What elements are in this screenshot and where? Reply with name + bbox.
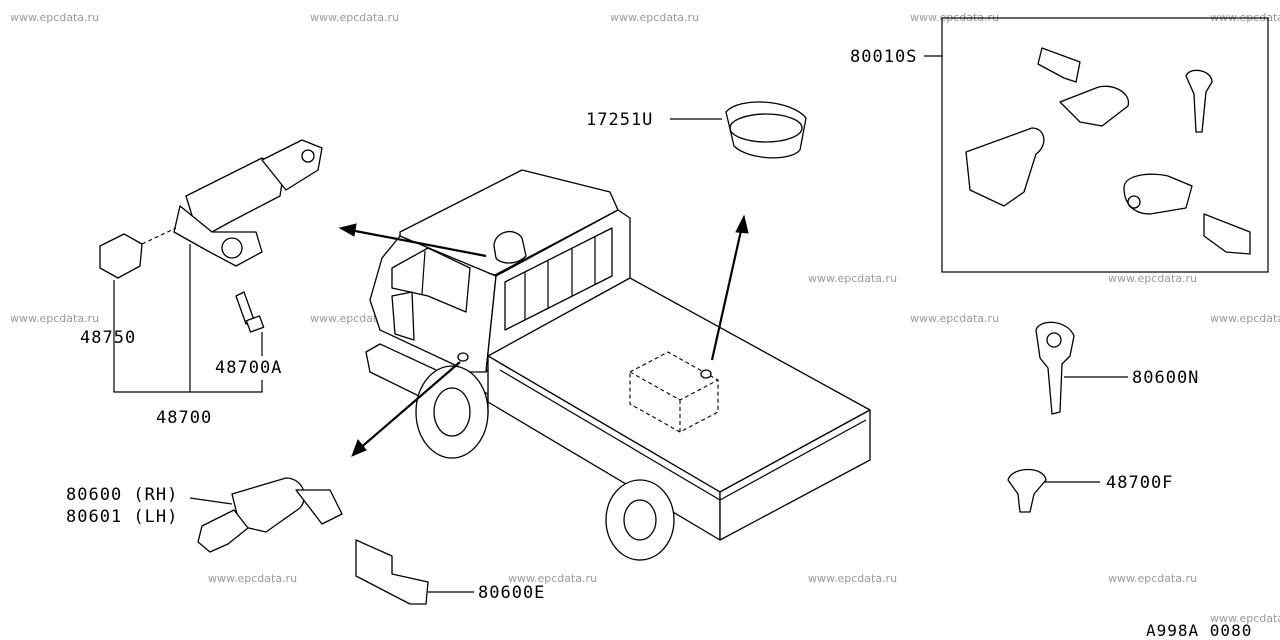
fuel-cap: [725, 101, 807, 159]
label-48700: 48700: [156, 408, 212, 428]
label-48700F: 48700F: [1106, 473, 1173, 493]
watermark: www.epcdata.ru: [208, 572, 297, 585]
watermark: www.epcdata.ru: [808, 572, 897, 585]
door-lock-lever: [295, 489, 343, 525]
label-80600E: 80600E: [478, 583, 545, 603]
label-48700A: 48700A: [215, 358, 282, 378]
truck-illustration: [338, 169, 871, 561]
label-80600N: 80600N: [1132, 368, 1199, 388]
blank-key: [1035, 321, 1075, 415]
ignition-body: [173, 205, 263, 267]
label-80600-rh: 80600 (RH): [66, 485, 178, 505]
lock-set-kit: [924, 17, 1269, 273]
rear-guard: [504, 227, 613, 331]
ignition-switch-assembly: [99, 139, 323, 393]
arrow-ignition: [349, 228, 487, 258]
front-wheel: [415, 365, 489, 459]
cab-fuel-cap: [493, 230, 527, 264]
clip-part: [1007, 468, 1100, 513]
label-17251U: 17251U: [586, 110, 653, 130]
reference-code: A998A 0080: [1146, 621, 1252, 640]
kit-clip: [1203, 213, 1251, 255]
door-lock-key: [197, 509, 249, 553]
key-part: [1035, 321, 1128, 415]
arrow-door-lock: [357, 361, 461, 451]
lock-retainer-clip: [355, 539, 429, 605]
kit-key: [1185, 69, 1213, 133]
rear-wheel: [605, 479, 675, 561]
lock-set-box: [941, 17, 1269, 273]
watermark: www.epcdata.ru: [1210, 612, 1280, 625]
leader-48750: [113, 280, 263, 393]
watermark: www.epcdata.ru: [910, 312, 999, 325]
watermark: www.epcdata.ru: [808, 272, 897, 285]
cab-door: [391, 291, 415, 341]
watermark: www.epcdata.ru: [1108, 572, 1197, 585]
watermark: www.epcdata.ru: [10, 312, 99, 325]
cargo-bed-tailgate: [719, 409, 871, 541]
watermark: www.epcdata.ru: [310, 11, 399, 24]
watermark: www.epcdata.ru: [10, 11, 99, 24]
windshield: [391, 247, 471, 313]
door-handle: [457, 352, 469, 362]
kit-retainer: [1037, 47, 1081, 83]
arrow-fuel-cap: [710, 225, 744, 361]
toolbox-outline: [629, 351, 719, 433]
kit-ignition: [965, 127, 1045, 207]
door-lock-cylinder-part: [189, 477, 474, 605]
watermark: www.epcdata.ru: [1210, 312, 1280, 325]
kit-cylinder: [1059, 85, 1129, 127]
leader-80600: [189, 497, 233, 505]
label-80010S: 80010S: [850, 47, 917, 67]
watermark: www.epcdata.ru: [508, 572, 597, 585]
label-80601-lh: 80601 (LH): [66, 507, 178, 527]
ignition-key-plate: [261, 139, 323, 191]
ignition-connector: [99, 233, 143, 279]
watermark: www.epcdata.ru: [1108, 272, 1197, 285]
label-48750: 48750: [80, 328, 136, 348]
plastic-clip: [1007, 468, 1047, 513]
fuel-cap-part: [670, 101, 807, 159]
watermark: www.epcdata.ru: [610, 11, 699, 24]
